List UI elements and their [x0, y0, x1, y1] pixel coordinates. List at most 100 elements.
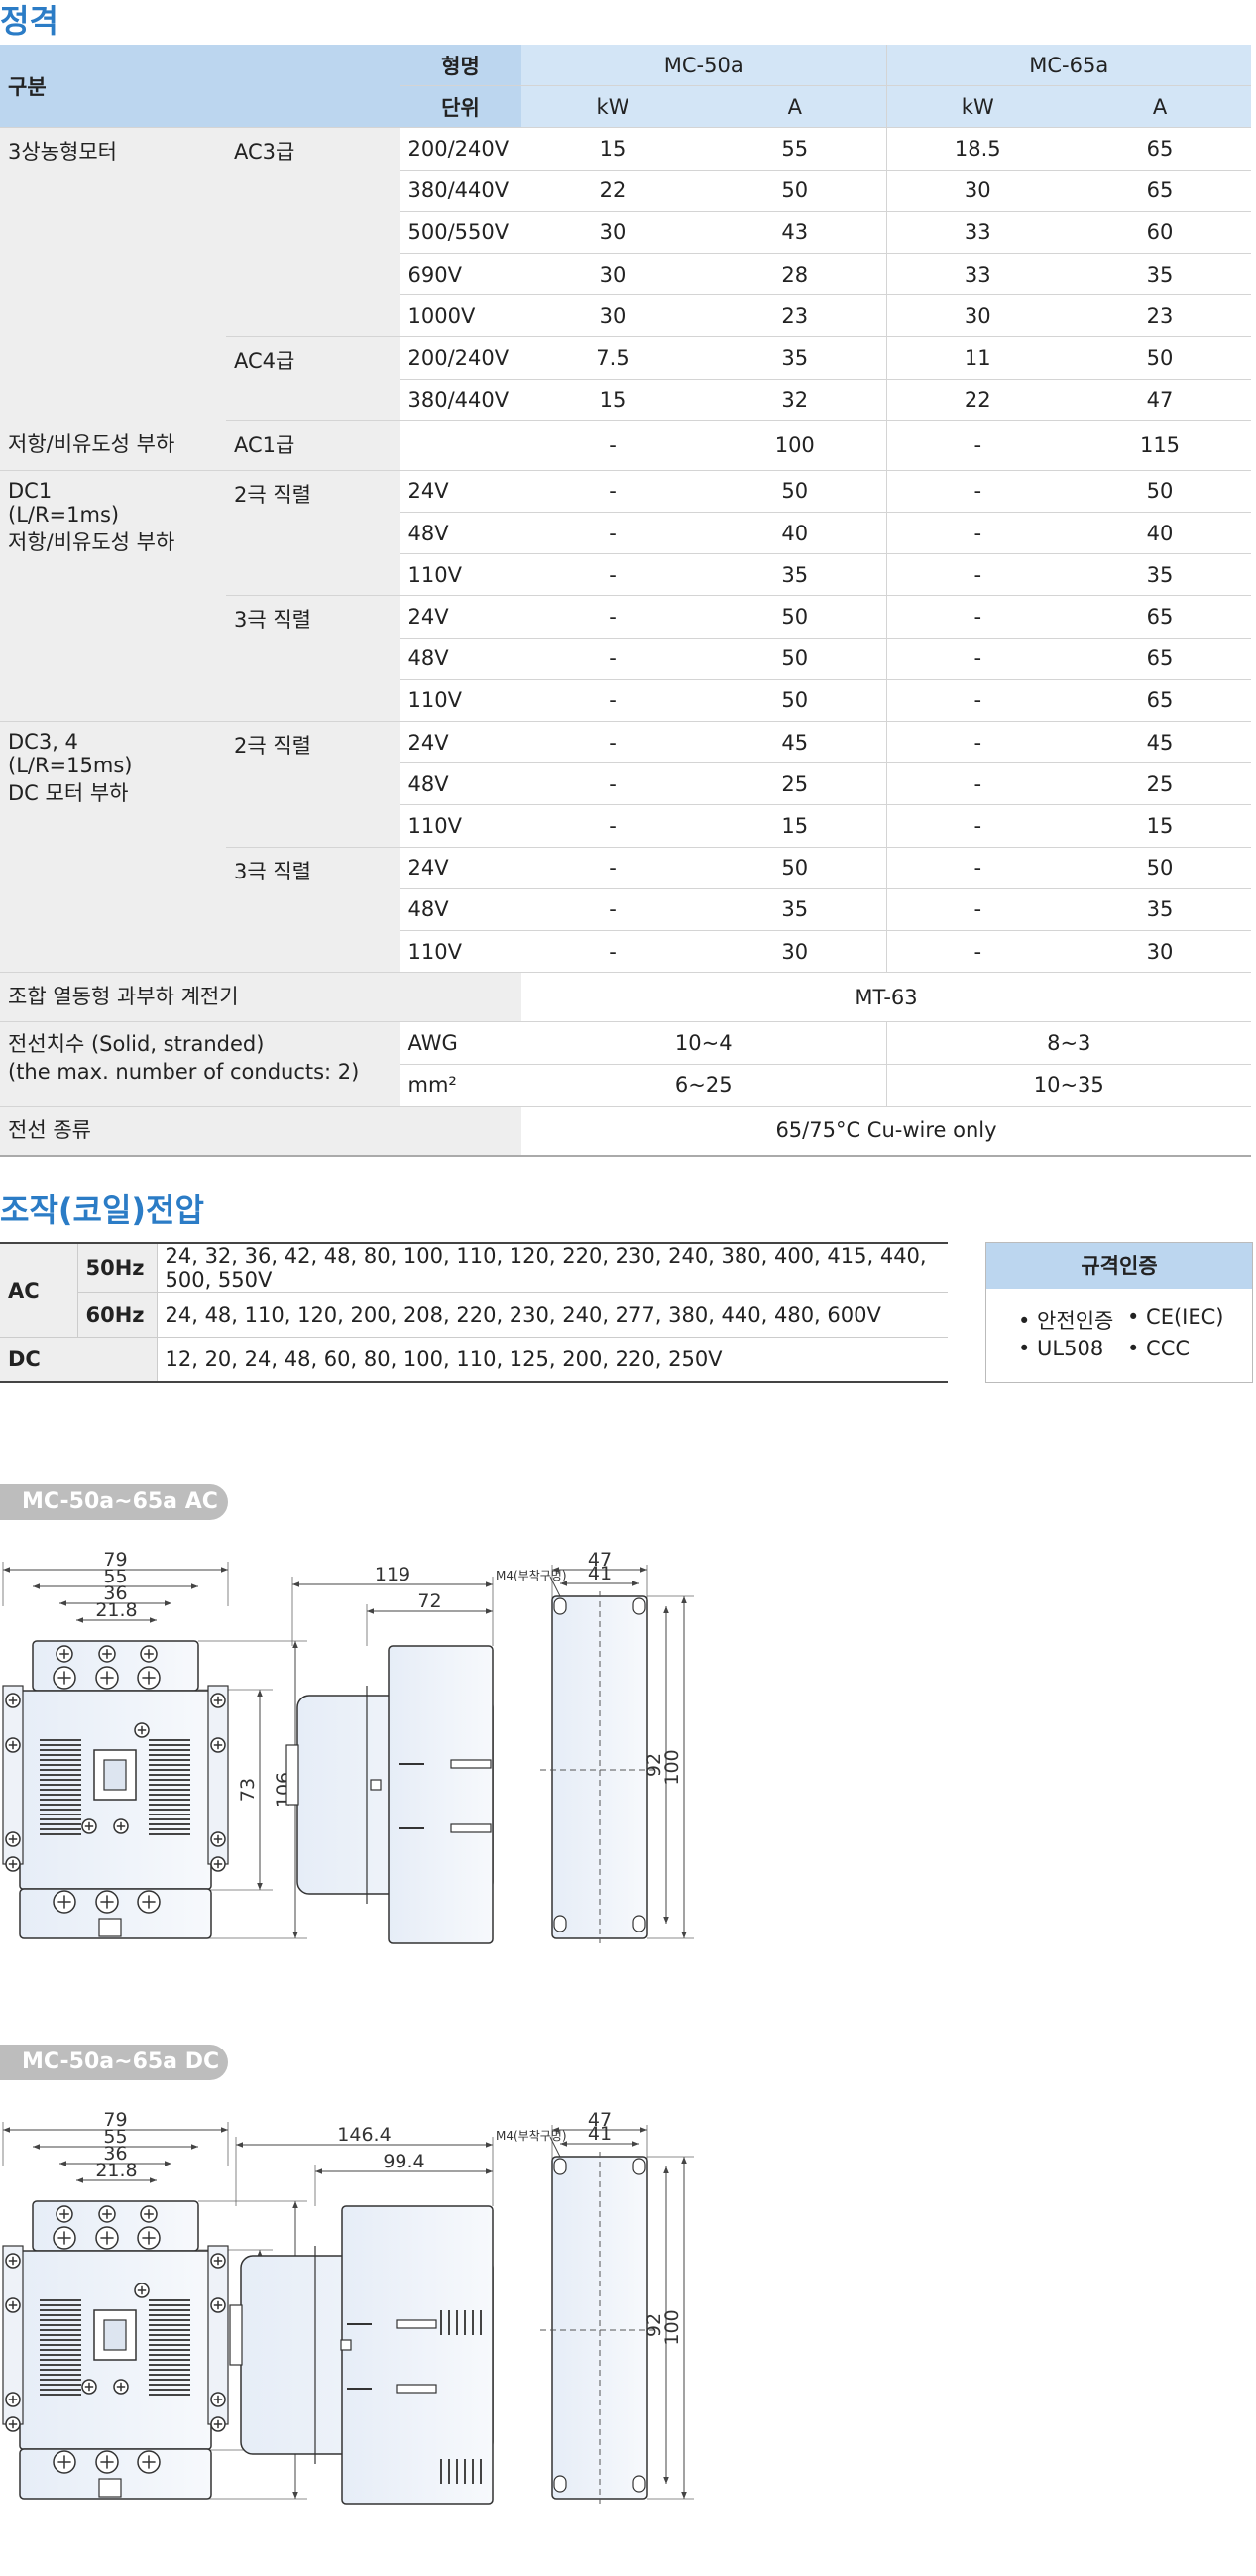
- model-header: 형명: [400, 45, 521, 87]
- dimension-label: 73: [237, 1778, 259, 1802]
- dimension-label: 106: [273, 2332, 294, 2368]
- screw-icon: [5, 2297, 21, 2313]
- table-row: 110V-50-65: [0, 679, 1251, 723]
- voltage-cell: 24V: [399, 595, 521, 639]
- mount-hole-icon: [632, 2475, 646, 2493]
- value-cell: -: [521, 420, 704, 471]
- dc-drawing-tag: MC-50a~65a DC: [0, 2045, 228, 2080]
- value-cell: 35: [704, 336, 886, 380]
- value-cell: -: [521, 679, 704, 723]
- value-cell: 15: [521, 379, 704, 421]
- value-cell: -: [885, 679, 1069, 723]
- series-2pole-label: 2극 직렬: [226, 721, 400, 848]
- value-cell: 50: [704, 847, 886, 889]
- cert-title: 규격인증: [986, 1243, 1252, 1289]
- value-cell: -: [885, 888, 1069, 931]
- coil-60hz-values: 24, 48, 110, 120, 200, 208, 220, 230, 24…: [156, 1292, 948, 1338]
- value-cell: 50: [704, 470, 886, 514]
- coil-60hz-label: 60Hz: [76, 1292, 157, 1338]
- dimension-label: M4(부착구멍): [496, 2129, 567, 2143]
- value-cell: 65: [1069, 638, 1251, 680]
- value-cell: 28: [704, 253, 886, 296]
- leader-line: [549, 2136, 561, 2158]
- cert-ul: • UL508: [1018, 1337, 1104, 1360]
- mount-hole-icon: [553, 1915, 567, 1932]
- value-cell: 40: [704, 512, 886, 555]
- value-cell: 65: [1069, 170, 1251, 212]
- dc1-label: DC1 (L/R=1ms) 저항/비유도성 부하: [0, 470, 226, 723]
- screw-icon: [134, 2283, 150, 2298]
- side-mount-right: [207, 2245, 229, 2425]
- value-cell: -: [885, 930, 1069, 974]
- dimension-label: 99.4: [383, 2151, 424, 2172]
- motor-label: 3상농형모터: [0, 127, 226, 421]
- voltage-cell: 48V: [399, 512, 521, 555]
- actuator-window: [93, 1749, 137, 1801]
- value-cell: 43: [704, 211, 886, 254]
- table-row: 110V-15-15: [0, 804, 1251, 848]
- awg-label: AWG: [399, 1021, 521, 1065]
- dimension-label: 92: [643, 1753, 665, 1777]
- model-mc65a: MC-65a: [885, 45, 1251, 87]
- contactor-body: [19, 1690, 212, 1890]
- relay-label: 조합 열동형 과부하 계전기: [0, 972, 521, 1023]
- screw-icon: [134, 1722, 150, 1738]
- cert-ce: • CE(IEC): [1127, 1305, 1224, 1329]
- value-cell: 100: [704, 420, 886, 471]
- value-cell: -: [521, 888, 704, 931]
- awg-mc65a: 8~3: [885, 1021, 1251, 1065]
- value-cell: 18.5: [885, 127, 1069, 171]
- voltage-cell: 200/240V: [399, 127, 521, 171]
- table-row: 48V-40-40: [0, 512, 1251, 555]
- mm2-mc50a: 6~25: [521, 1064, 886, 1107]
- side-body: [240, 2255, 494, 2455]
- din-clip: [285, 1744, 299, 1806]
- side-top-housing: [388, 1645, 494, 1944]
- value-cell: 30: [521, 253, 704, 296]
- cert-kc: • 안전인증: [1018, 1309, 1114, 1333]
- wire-type-value: 65/75°C Cu-wire only: [521, 1106, 1251, 1157]
- value-cell: 7.5: [521, 336, 704, 380]
- top-terminal-block: [32, 2200, 199, 2252]
- value-cell: -: [521, 638, 704, 680]
- mount-hole-icon: [553, 2475, 567, 2493]
- value-cell: 115: [1069, 420, 1251, 471]
- coil-dc-values: 12, 20, 24, 48, 60, 80, 100, 110, 125, 2…: [156, 1337, 948, 1382]
- value-cell: 15: [521, 127, 704, 171]
- model-mc50a: MC-50a: [521, 45, 886, 87]
- voltage-cell: 690V: [399, 253, 521, 296]
- value-cell: 30: [521, 211, 704, 254]
- leader-line: [549, 1576, 561, 1597]
- mount-hole-icon: [553, 2158, 567, 2175]
- terminal-slot: [98, 2478, 122, 2498]
- dimension-label: 47: [588, 1549, 612, 1571]
- value-cell: 11: [885, 336, 1069, 380]
- value-cell: -: [885, 553, 1069, 597]
- screw-icon: [210, 1856, 226, 1872]
- unit-kw: kW: [885, 85, 1069, 129]
- value-cell: -: [885, 847, 1069, 889]
- dimension-label: 79: [103, 2109, 127, 2131]
- wire-type-label: 전선 종류: [0, 1106, 521, 1157]
- value-cell: 50: [1069, 470, 1251, 514]
- screw-icon: [5, 1831, 21, 1847]
- dimension-label: 106: [273, 1772, 294, 1808]
- screw-icon: [210, 2253, 226, 2269]
- contact-slot: [396, 2384, 437, 2394]
- series-3pole-label: 3극 직렬: [226, 595, 400, 722]
- screw-icon: [113, 1818, 129, 1834]
- dimension-label: 55: [103, 2126, 127, 2148]
- voltage-cell: 500/550V: [399, 211, 521, 254]
- screw-icon: [5, 2253, 21, 2269]
- coil-50hz-values: 24, 32, 36, 42, 48, 80, 100, 110, 120, 2…: [156, 1243, 948, 1293]
- screw-icon: [95, 1890, 119, 1914]
- value-cell: -: [885, 638, 1069, 680]
